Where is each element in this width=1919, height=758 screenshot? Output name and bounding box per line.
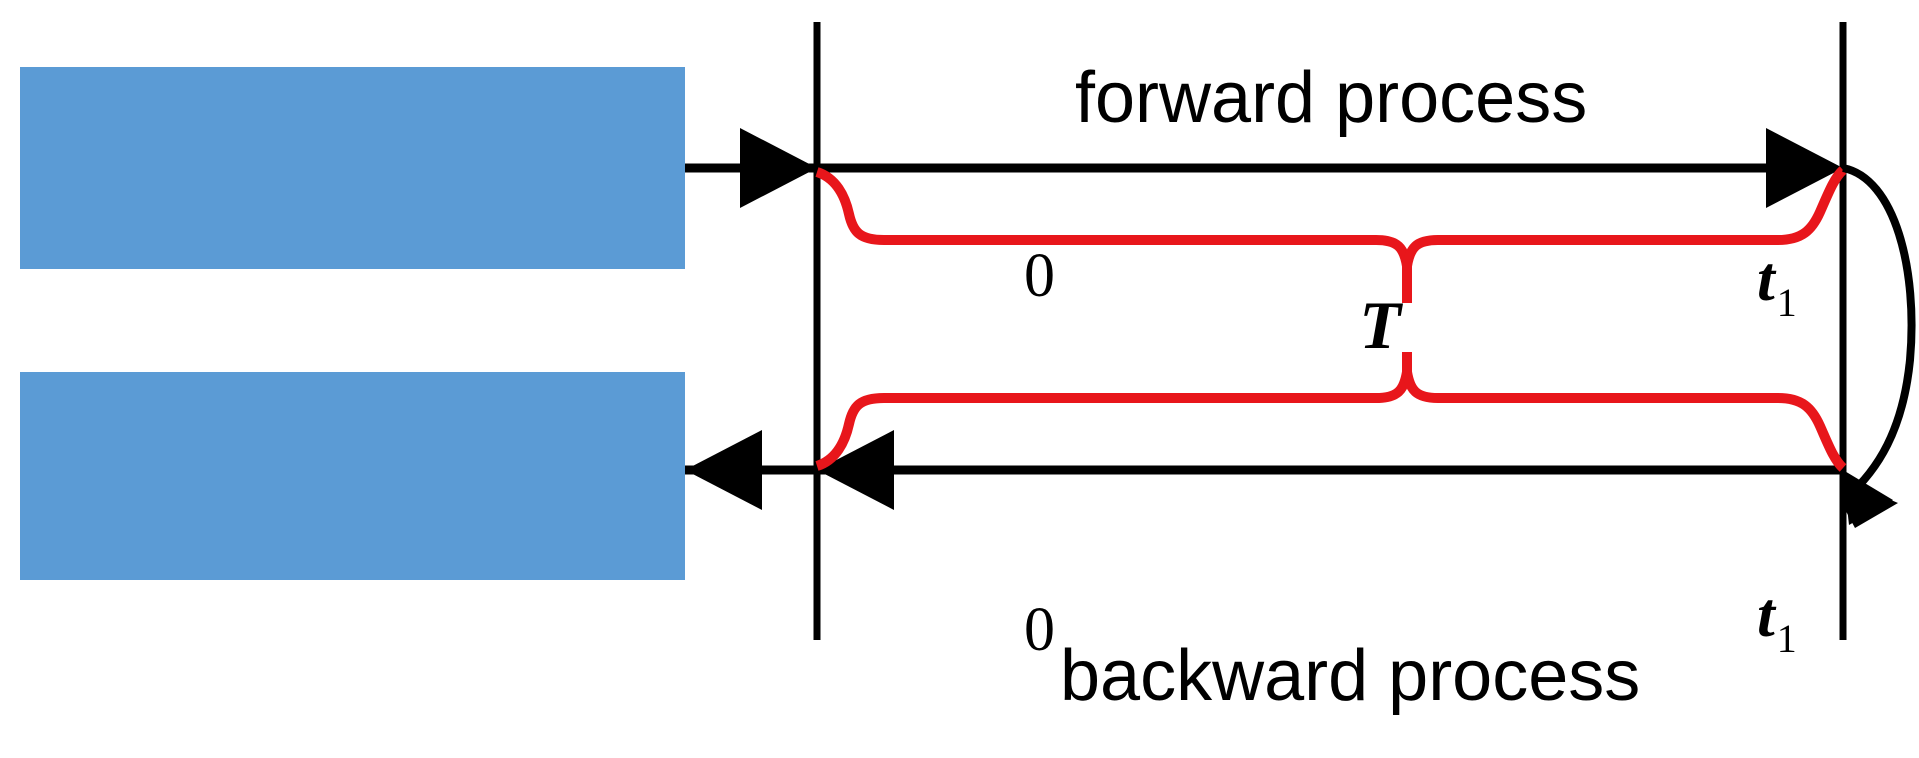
backward-zero-label: 0 [1024, 596, 1055, 664]
forward-t1-label: t1 [1757, 243, 1797, 325]
forward-arrowhead-start-icon [740, 128, 817, 208]
top-image-panel [20, 67, 685, 269]
link-arc-arrowhead-tip-icon [1843, 470, 1893, 525]
forward-arrowhead-end-icon [1766, 128, 1843, 208]
process-link-arc [1842, 164, 1916, 502]
backward-brace-right-arm [1402, 371, 1847, 472]
backward-brace-left-arm [815, 371, 1412, 471]
backward-arrowhead-end-icon [685, 430, 762, 510]
forward-t1-subscript: 1 [1777, 280, 1797, 325]
duration-brace-label: T [1359, 287, 1403, 363]
forward-zero-label: 0 [1024, 242, 1055, 310]
bottom-image-panel [20, 372, 685, 580]
backward-arrowhead-start-icon [817, 430, 894, 510]
backward-t1-base: t [1757, 579, 1777, 650]
backward-process-label: backward process [1060, 636, 1640, 716]
backward-t1-label: t1 [1757, 579, 1797, 661]
backward-t1-subscript: 1 [1777, 616, 1797, 661]
forward-brace-right-arm [1402, 166, 1847, 267]
forward-t1-base: t [1757, 243, 1777, 314]
forward-brace-left-arm [815, 167, 1412, 267]
forward-process-label: forward process [1075, 58, 1587, 138]
